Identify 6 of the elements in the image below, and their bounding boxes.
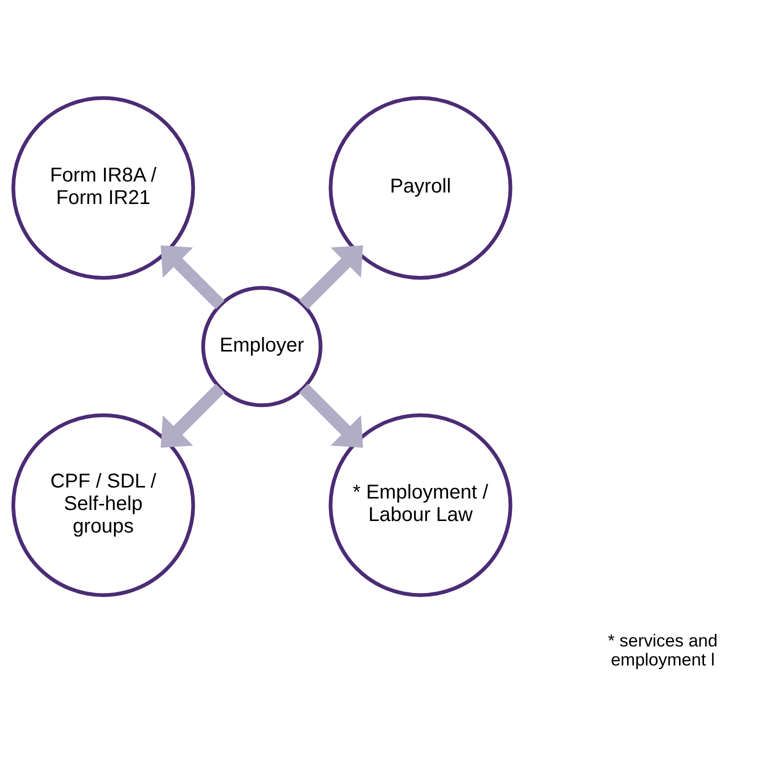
arrow — [160, 245, 225, 310]
arrow — [299, 384, 364, 448]
arrow — [160, 384, 225, 448]
arrow — [299, 245, 364, 310]
label: * services and employment l — [608, 630, 718, 670]
node-circle: Employer — [201, 286, 322, 408]
